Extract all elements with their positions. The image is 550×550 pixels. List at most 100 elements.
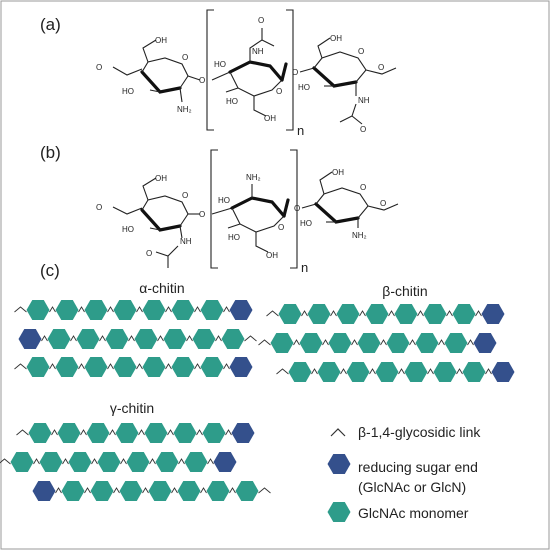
gamma-chain-link bbox=[138, 429, 145, 436]
svg-text:O: O bbox=[276, 87, 282, 96]
legend-reducing-label: reducing sugar end bbox=[358, 459, 478, 475]
alpha-chain-monomer bbox=[113, 357, 137, 377]
gamma-chain-monomer bbox=[86, 423, 110, 443]
svg-text:NH₂: NH₂ bbox=[246, 173, 261, 182]
svg-text:O: O bbox=[146, 249, 152, 258]
svg-text:HO: HO bbox=[226, 97, 238, 106]
chitin-chains bbox=[0, 300, 515, 501]
svg-text:OH: OH bbox=[332, 168, 344, 177]
gamma-chain-link bbox=[178, 458, 185, 465]
gamma-chain-tail bbox=[0, 458, 11, 465]
alpha-chain-reducing-end bbox=[18, 329, 42, 349]
gamma-chain-monomer bbox=[39, 452, 63, 472]
svg-text:HO: HO bbox=[228, 233, 240, 242]
beta-chain-monomer bbox=[278, 304, 302, 324]
chitosan-structure: n O OH HO NH O O O bbox=[96, 149, 399, 275]
beta-chain-monomer bbox=[288, 362, 312, 382]
gamma-chain-monomer bbox=[119, 481, 143, 501]
gamma-chain-monomer bbox=[126, 452, 150, 472]
beta-chain-monomer bbox=[270, 333, 294, 353]
alpha-chain-link bbox=[194, 306, 201, 313]
beta-chain-link bbox=[467, 339, 474, 346]
beta-chain-link bbox=[398, 368, 405, 375]
gamma-chain-link bbox=[225, 429, 232, 436]
gamma-chain-monomer bbox=[202, 423, 226, 443]
gamma-chain-link bbox=[55, 487, 62, 494]
alpha-chain-link bbox=[78, 363, 85, 370]
repeat-bracket-right-b bbox=[290, 149, 298, 269]
beta-chain-monomer bbox=[423, 304, 447, 324]
svg-text:HO: HO bbox=[214, 60, 226, 69]
beta-chain-link bbox=[359, 310, 366, 317]
beta-chain-monomer bbox=[452, 304, 476, 324]
gamma-chain-monomer bbox=[115, 423, 139, 443]
beta-chain-monomer bbox=[433, 362, 457, 382]
sugar-ring-right-b: O OH HO NH₂ O O bbox=[294, 168, 399, 240]
beta-chain-reducing-end bbox=[491, 362, 515, 382]
panel-label-c: (c) bbox=[40, 261, 60, 280]
svg-text:O: O bbox=[182, 191, 188, 200]
glcnac-monomer-icon bbox=[327, 502, 351, 522]
alpha-chain-monomer bbox=[200, 357, 224, 377]
sugar-ring-middle: O NH HO HO OH O bbox=[211, 16, 288, 123]
chitin-structure: n O OH HO NH₂ O O O bbox=[96, 9, 397, 138]
alpha-chain-monomer bbox=[55, 300, 79, 320]
alpha-chain-link bbox=[215, 335, 222, 342]
gamma-chain-monomer bbox=[68, 452, 92, 472]
alpha-chain-monomer bbox=[55, 357, 79, 377]
alpha-chitin-title: α-chitin bbox=[139, 280, 184, 296]
beta-chain-tail bbox=[258, 339, 271, 346]
svg-text:O: O bbox=[380, 199, 386, 208]
alpha-chain-link bbox=[78, 306, 85, 313]
beta-chain-monomer bbox=[317, 362, 341, 382]
beta-chain-link bbox=[456, 368, 463, 375]
beta-chain-link bbox=[417, 310, 424, 317]
gamma-chain-link bbox=[207, 458, 214, 465]
alpha-chain-monomer bbox=[200, 300, 224, 320]
svg-text:O: O bbox=[278, 223, 284, 232]
beta-chain-monomer bbox=[415, 333, 439, 353]
beta-chain-reducing-end bbox=[473, 333, 497, 353]
gamma-chain-monomer bbox=[90, 481, 114, 501]
alpha-chain-link bbox=[136, 306, 143, 313]
svg-text:NH₂: NH₂ bbox=[352, 231, 367, 240]
svg-text:OH: OH bbox=[330, 34, 342, 43]
alpha-chain-link bbox=[70, 335, 77, 342]
alpha-chain-monomer bbox=[221, 329, 245, 349]
gamma-chain-link bbox=[196, 429, 203, 436]
beta-chain-link bbox=[380, 339, 387, 346]
gamma-chain-link bbox=[62, 458, 69, 465]
svg-text:O: O bbox=[199, 210, 205, 219]
gamma-chain-link bbox=[229, 487, 236, 494]
sugar-ring-right: O OH HO NH O O O bbox=[292, 34, 397, 134]
alpha-chain-monomer bbox=[171, 357, 195, 377]
svg-text:O: O bbox=[258, 16, 264, 25]
gamma-chain-monomer bbox=[144, 423, 168, 443]
svg-text:OH: OH bbox=[266, 251, 278, 260]
beta-chain-link bbox=[340, 368, 347, 375]
glycosidic-link-icon bbox=[330, 428, 346, 437]
beta-chain-link bbox=[293, 339, 300, 346]
gamma-chain-link bbox=[167, 429, 174, 436]
gamma-chain-monomer bbox=[177, 481, 201, 501]
alpha-chain-link bbox=[186, 335, 193, 342]
alpha-chain-monomer bbox=[192, 329, 216, 349]
alpha-chain-monomer bbox=[84, 357, 108, 377]
beta-chain-monomer bbox=[404, 362, 428, 382]
repeat-bracket-left-b bbox=[210, 149, 218, 269]
alpha-chain-link bbox=[194, 363, 201, 370]
gamma-chain-monomer bbox=[97, 452, 121, 472]
beta-chain-link bbox=[301, 310, 308, 317]
alpha-chain-link bbox=[223, 306, 230, 313]
repeat-index: n bbox=[297, 123, 304, 138]
gamma-chain-link bbox=[109, 429, 116, 436]
alpha-chain-link bbox=[107, 363, 114, 370]
alpha-chain-monomer bbox=[26, 357, 50, 377]
alpha-chain-reducing-end bbox=[229, 357, 253, 377]
gamma-chain-reducing-end bbox=[231, 423, 255, 443]
svg-text:NH: NH bbox=[252, 47, 264, 56]
alpha-chain-reducing-end bbox=[229, 300, 253, 320]
gamma-chain-monomer bbox=[206, 481, 230, 501]
alpha-chain-link bbox=[157, 335, 164, 342]
svg-text:HO: HO bbox=[298, 83, 310, 92]
